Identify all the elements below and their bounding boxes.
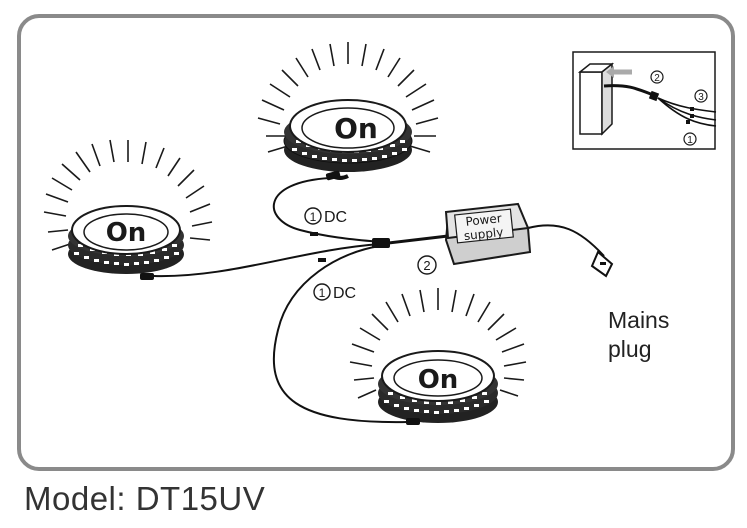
wire-top (272, 177, 381, 243)
glow-rays-top (257, 42, 439, 153)
inset-label-1: 1 (687, 135, 693, 146)
wire-left (153, 243, 381, 278)
connector-number-1b: 1 (319, 286, 326, 300)
inset-label-2: 2 (654, 73, 660, 84)
strip-on-label-top: On (334, 112, 378, 145)
connector-label-2: 2 (417, 255, 437, 275)
model-label: Model: DT15UV (24, 480, 266, 517)
inset-label-3: 3 (698, 92, 704, 103)
led-strip-bottom: On (349, 288, 527, 425)
connection-inset: 2 3 1 (572, 51, 717, 150)
mains-plug-label-line2: plug (608, 336, 651, 362)
glow-rays-left (43, 139, 213, 251)
wires (153, 177, 605, 424)
connector-label-1b: 1 DC (313, 283, 356, 302)
wire-mains (527, 224, 605, 257)
power-supply-label-line2: supply (463, 225, 504, 243)
diagram-frame (17, 14, 735, 471)
connector-number-2: 2 (423, 258, 430, 273)
connector-number-1a: 1 (310, 210, 317, 224)
strip-on-label-left: On (106, 218, 147, 248)
insert-arrow-icon (606, 66, 614, 78)
connector-text-1a: DC (324, 209, 347, 226)
glow-rays-bottom (349, 288, 527, 399)
connector-label-1a: 1 DC (304, 207, 347, 226)
junction-connector (372, 238, 390, 248)
power-supply: Power supply (444, 202, 532, 266)
strip-on-label-bottom: On (418, 365, 459, 395)
led-dots-bottom (384, 392, 489, 414)
wire-supply-dc (379, 234, 449, 246)
mains-plug-label-line1: Mains (608, 307, 669, 333)
wire-bottom (272, 245, 409, 424)
led-strip-left: On (43, 139, 213, 280)
connector-text-1b: DC (333, 285, 356, 302)
power-supply-label-line1: Power (465, 211, 503, 229)
mains-plug-icon (590, 250, 614, 278)
led-strip-top: On (257, 42, 439, 181)
